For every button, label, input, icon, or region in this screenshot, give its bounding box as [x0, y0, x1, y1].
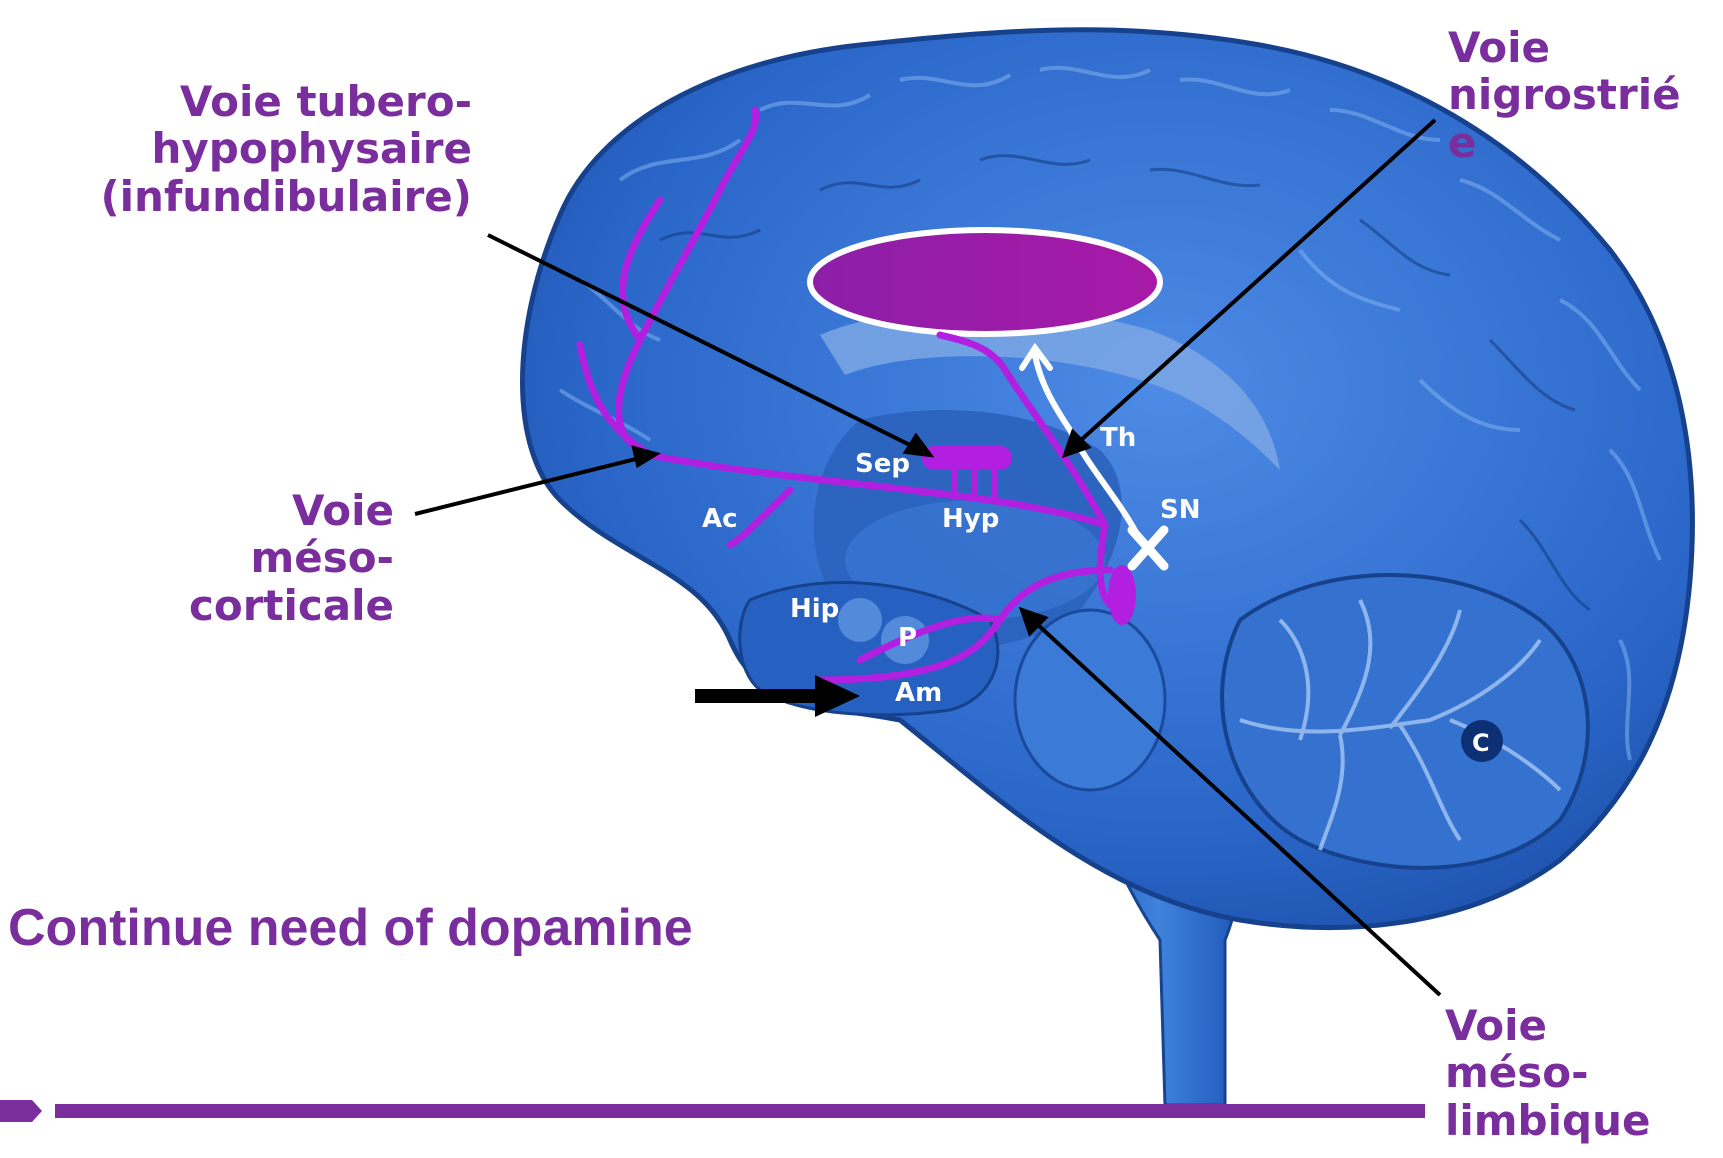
region-ac: Ac — [702, 504, 738, 534]
nigro-line-2: nigrostrié — [1448, 71, 1718, 118]
meso-limb-line-1: Voie — [1445, 1002, 1715, 1049]
label-voie-mesolimbique: Voie méso- limbique — [1445, 1002, 1715, 1144]
tubero-line-1: Voie tubero- — [40, 78, 472, 125]
region-am: Am — [895, 678, 942, 708]
region-hyp: Hyp — [942, 504, 999, 534]
meso-cort-line-1: Voie — [140, 487, 394, 534]
nigro-line-1: Voie — [1448, 24, 1718, 71]
region-sn: SN — [1160, 495, 1201, 525]
caption-text: Continue need of dopamine — [8, 898, 693, 958]
region-c: C — [1472, 729, 1490, 757]
region-sep: Sep — [855, 449, 910, 479]
meso-cort-line-2: méso- — [140, 534, 394, 581]
nigro-line-3: e — [1448, 119, 1718, 166]
ventricle-oval — [810, 230, 1160, 334]
cerebellum — [1222, 575, 1588, 868]
label-voie-nigrostriee: Voie nigrostrié e — [1448, 24, 1718, 166]
meso-limb-line-2: méso- — [1445, 1049, 1715, 1096]
region-th: Th — [1100, 423, 1136, 453]
pons — [1015, 610, 1165, 790]
tubero-line-3: (infundibulaire) — [40, 173, 472, 220]
substantia-nigra-blob — [1108, 565, 1136, 625]
region-p: P — [898, 623, 917, 653]
label-voie-tubero: Voie tubero- hypophysaire (infundibulair… — [40, 78, 472, 220]
region-hip: Hip — [790, 594, 839, 624]
meso-cort-line-3: corticale — [140, 582, 394, 629]
label-voie-mesocorticale: Voie méso- corticale — [140, 487, 394, 629]
meso-limb-line-3: limbique — [1445, 1097, 1715, 1144]
tubero-line-2: hypophysaire — [40, 125, 472, 172]
